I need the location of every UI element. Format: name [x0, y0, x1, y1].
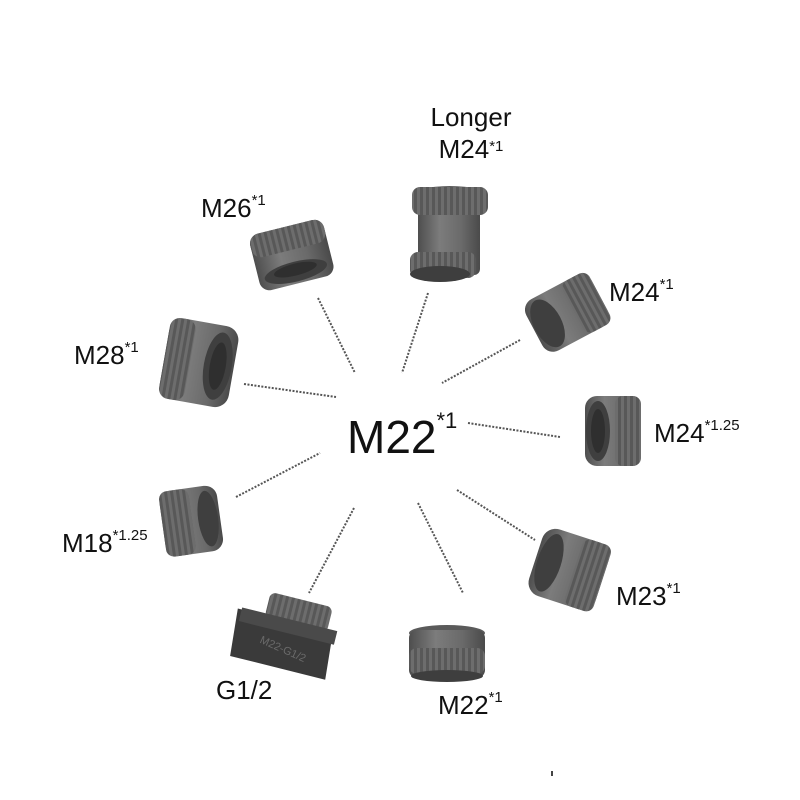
m23-pitch: *1 — [666, 580, 681, 597]
connector-g12 — [308, 507, 355, 594]
adapter-g12-label: G1/2 — [216, 677, 272, 703]
center-size-label: M22*1 — [347, 410, 457, 463]
m26-pitch: *1 — [251, 192, 266, 209]
adapter-m23-label: M23*1 — [616, 580, 681, 611]
connector-m28 — [243, 383, 337, 398]
adapter-longer-m24-label: Longer M24*1 — [418, 101, 524, 165]
connector-m24-125 — [467, 422, 561, 438]
adapter-m26-part — [249, 219, 334, 291]
connector-m26 — [317, 297, 356, 374]
adapter-m24-right-label: M24*1 — [609, 276, 674, 307]
center-size-text: M22 — [347, 411, 437, 463]
adapter-m22-bottom-part — [409, 625, 485, 682]
connector-m22-bottom — [417, 502, 464, 594]
g12-size: G1/2 — [216, 675, 273, 705]
m18-pitch: *1.25 — [112, 527, 148, 544]
speck — [551, 771, 553, 776]
adapter-m22-bottom-label: M22*1 — [438, 689, 503, 720]
m24-125-size: M24 — [654, 418, 705, 448]
m24-right-pitch: *1 — [659, 276, 674, 293]
connector-longer-m24 — [401, 292, 429, 374]
m22-bottom-pitch: *1 — [488, 689, 503, 706]
adapter-g12-part: M22-G1/2 — [230, 593, 338, 680]
connector-m23 — [456, 489, 536, 541]
adapter-m28-label: M28*1 — [74, 339, 139, 370]
adapter-m18-label: M18*1.25 — [62, 527, 148, 558]
adapter-m18-part — [159, 485, 224, 557]
adapter-m24-right-part — [524, 272, 611, 352]
m24-125-pitch: *1.25 — [704, 417, 740, 434]
longer-text: Longer — [430, 102, 512, 132]
longer-m24-size: M24 — [438, 134, 490, 164]
connector-m24-right — [441, 339, 521, 384]
m28-size: M28 — [74, 340, 125, 370]
center-pitch-text: *1 — [436, 408, 458, 433]
longer-m24-pitch: *1 — [489, 138, 504, 155]
connector-m18 — [235, 452, 321, 498]
m28-pitch: *1 — [124, 339, 139, 356]
m22-bottom-size: M22 — [438, 690, 489, 720]
adapter-m26-label: M26*1 — [201, 192, 266, 223]
m23-size: M23 — [616, 581, 667, 611]
adapter-m23-part — [528, 528, 611, 612]
m18-size: M18 — [62, 528, 113, 558]
connector-lines — [235, 292, 561, 594]
adapter-m28-part — [159, 317, 239, 408]
adapter-m24-125-part — [585, 396, 641, 466]
m26-size: M26 — [201, 193, 252, 223]
m24-right-size: M24 — [609, 277, 660, 307]
adapter-longer-m24-part — [410, 186, 488, 282]
adapter-m24-125-label: M24*1.25 — [654, 417, 740, 448]
